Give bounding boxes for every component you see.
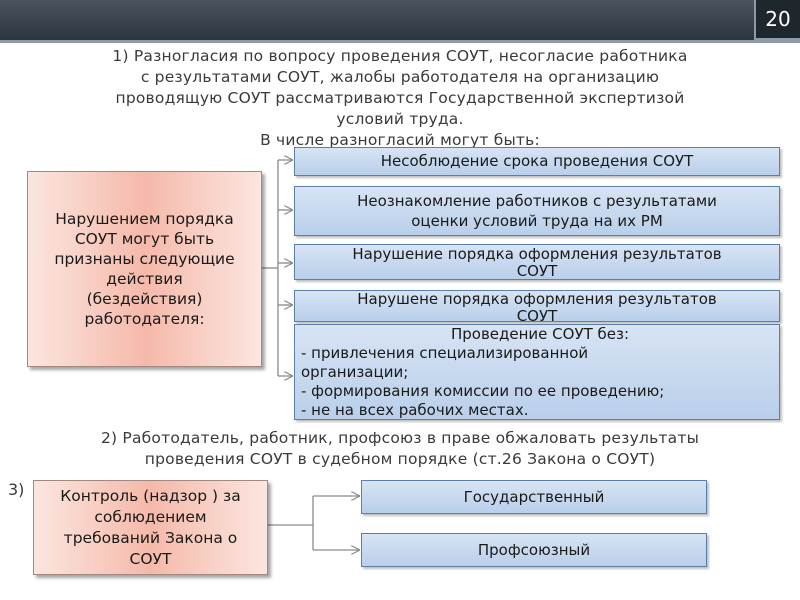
violation-line: Неознакомление работников с результатами: [357, 192, 717, 210]
control-type-label: Государственный: [463, 488, 605, 506]
violation-list-item: организации;: [301, 363, 409, 381]
control-line: требований Закона о: [63, 528, 238, 547]
violation-list-item: - формирования комиссии по ее проведению…: [301, 382, 665, 400]
control-line: Контроль (надзор ) за: [60, 486, 241, 505]
control-type-union: Профсоюзный: [361, 533, 707, 567]
violations-source-line: работодателя:: [84, 310, 205, 328]
control-line: СОУТ: [129, 549, 172, 568]
violation-box: Нарушене порядка оформления результатов …: [294, 290, 780, 325]
point2-line: 2) Работодатель, работник, профсоюз в пр…: [100, 429, 700, 447]
control-type-state: Государственный: [361, 480, 707, 514]
violation-box: Нарушение порядка оформления результатов…: [294, 244, 780, 280]
violations-source-line: (бездействия): [86, 290, 203, 308]
point1-line: условий труда.: [336, 110, 464, 128]
control-type-label: Профсоюзный: [477, 541, 591, 559]
violation-line: Несоблюдение срока проведения СОУТ: [380, 152, 694, 170]
point1-line: с результатами СОУТ, жалобы работодателя…: [140, 68, 660, 86]
violation-line: СОУТ: [516, 262, 558, 280]
violation-line: СОУТ: [516, 307, 558, 325]
control-box: Контроль (надзор ) за соблюдением требов…: [33, 480, 268, 575]
point1-text: 1) Разногласия по вопросу проведения СОУ…: [30, 46, 770, 151]
slide-number: 20: [754, 0, 800, 40]
point2-text: 2) Работодатель, работник, профсоюз в пр…: [20, 428, 780, 470]
violation-list-item: - не на всех рабочих местах.: [301, 401, 529, 419]
violations-source-box: Нарушением порядка СОУТ могут быть призн…: [27, 171, 262, 367]
violations-source-line: Нарушением порядка: [55, 210, 234, 228]
point1-line: В числе разногласий могут быть:: [260, 131, 540, 149]
header-divider: [0, 40, 800, 43]
slide-header-bar: [0, 0, 800, 40]
violation-line: Нарушене порядка оформления результатов: [357, 290, 717, 308]
point1-line: проводящую СОУТ рассматриваются Государс…: [115, 89, 685, 107]
violation-line: оценки условий труда на их РМ: [411, 212, 663, 230]
violation-list-title: Проведение СОУТ без:: [450, 325, 630, 343]
point2-line: проведения СОУТ в судебном порядке (ст.2…: [144, 450, 656, 468]
violation-line: Нарушение порядка оформления результатов: [352, 245, 722, 263]
point3-number: 3): [8, 480, 25, 499]
control-line: соблюдением: [94, 507, 207, 526]
violation-list-item: - привлечения специализированной: [301, 344, 589, 362]
violations-source-line: СОУТ могут быть: [74, 230, 215, 248]
violation-list-box: Проведение СОУТ без: - привлечения специ…: [294, 324, 780, 420]
violations-source-line: признаны следующие: [54, 250, 235, 268]
violation-box: Неознакомление работников с результатами…: [294, 186, 780, 236]
point1-line: 1) Разногласия по вопросу проведения СОУ…: [112, 47, 688, 65]
violation-box: Несоблюдение срока проведения СОУТ: [294, 147, 780, 176]
violations-source-line: действия: [106, 270, 183, 288]
